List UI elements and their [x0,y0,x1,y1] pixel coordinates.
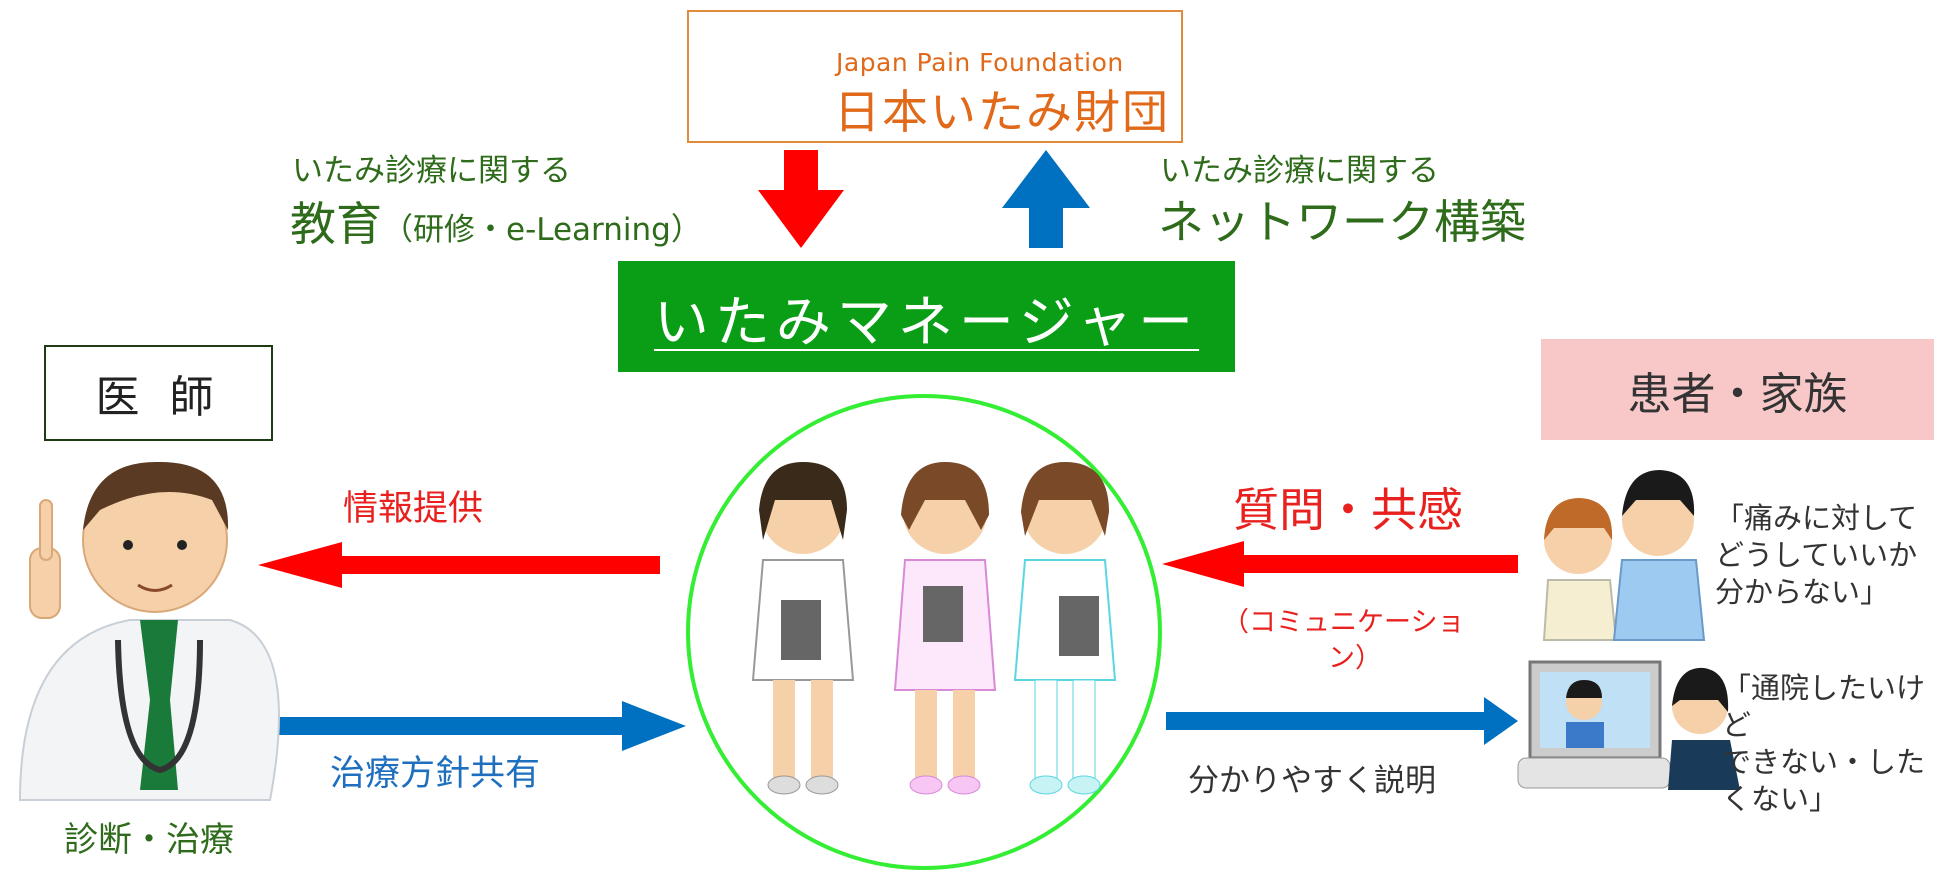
couple-illustration [1542,470,1706,641]
quote-visit-line: ど [1722,708,1752,742]
manager-box [618,261,1235,372]
arrow-to-doctor [258,542,660,588]
doctor-caption: 診断・治療 [64,820,234,860]
education-caption: いたみ診療に関する [292,153,571,189]
treatment-policy-label: 治療方針共有 [330,754,541,794]
family-box: 患者・家族 [1541,339,1934,440]
quote-pain-line: 「痛みに対して [1715,501,1918,535]
up-arrow-blue [1002,150,1090,248]
doctor-illustration [18,461,280,801]
question-empathy-label: 質問・共感 [1233,483,1463,537]
down-arrow-red [758,150,844,248]
education-title-big: 教育 [290,197,382,251]
logo-english-name: Japan Pain Foundation [836,48,1124,77]
doctor-box: 医 師 [44,345,273,441]
communication-label-2: ン） [1328,643,1382,674]
info-provision-label: 情報提供 [343,489,484,529]
logo-box [687,10,1183,143]
quote-visit-line: できない・した [1722,745,1926,779]
arrow-to-family [1166,697,1518,745]
communication-label-1: （コミュニケーショ [1222,607,1465,638]
quote-visit-line: 「通院したいけ [1722,671,1926,705]
quote-pain-line: どうしていいか [1715,538,1918,572]
quote-pain: 「痛みに対して どうしていいか 分からない」 [1715,500,1917,611]
manager-label: いたみマネージャー [653,289,1200,354]
telemedicine-illustration [1517,660,1740,790]
education-title-small: （研修・e-Learning） [382,212,702,248]
logo-japanese-name: 日本いたみ財団 [834,85,1170,139]
education-title: 教育（研修・e-Learning） [290,188,702,254]
arrow-from-family [1162,541,1518,587]
arrow-from-doctor [276,701,686,751]
quote-pain-line: 分からない」 [1715,575,1890,609]
network-caption: いたみ診療に関する [1160,153,1439,189]
nurses-illustration [751,462,1117,795]
quote-visit: 「通院したいけ ど できない・した くない」 [1722,670,1925,818]
explain-label: 分かりやすく説明 [1188,763,1436,799]
network-title: ネットワーク構築 [1158,195,1526,249]
quote-visit-line: くない」 [1722,782,1839,816]
nurses-circle [686,394,1162,870]
